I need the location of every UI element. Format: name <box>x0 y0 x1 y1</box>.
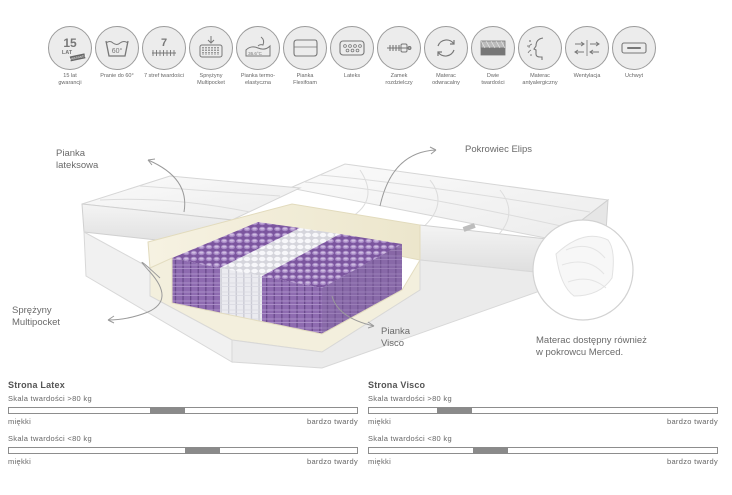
firmness-marker <box>436 407 472 414</box>
two-firmness-icon <box>471 26 515 70</box>
feature-ventilation: Wentylacja <box>559 26 615 80</box>
handle-icon <box>612 26 656 70</box>
feature-seven-zones: 7 7 stref twardości <box>136 26 192 80</box>
warranty-number: 15 <box>63 36 77 50</box>
feature-zipper: Zamek rozdzielczy <box>371 26 427 86</box>
callout-springs: Sprężyny Multipocket <box>12 305 61 328</box>
firmness-scale-bar <box>368 447 718 454</box>
scale-ends: miękki bardzo twardy <box>368 417 718 426</box>
seven-zones-icon: 7 <box>142 26 186 70</box>
feature-label: Lateks <box>343 73 361 79</box>
scale-left-label: miękki <box>368 457 392 466</box>
ventilation-icon <box>565 26 609 70</box>
firmness-scale-bar <box>368 407 718 414</box>
zones-number: 7 <box>161 37 167 49</box>
thermo-temp: 36.6°C <box>248 51 263 56</box>
firmness-row: Skala twardości >80 kg miękki bardzo twa… <box>8 394 358 426</box>
scale-caption: Skala twardości <80 kg <box>8 434 92 443</box>
feature-label: Pranie do 60° <box>100 73 134 79</box>
scale-title: Strona Latex <box>8 380 65 390</box>
scale-ends: miękki bardzo twardy <box>8 417 358 426</box>
feature-thermo-foam: 36.6°C Pianka termo- elastyczna <box>230 26 286 86</box>
feature-label: Zamek rozdzielczy <box>385 73 413 86</box>
feature-two-firmness: Dwie twardości <box>465 26 521 86</box>
feature-label: 15 lat gwarancji <box>58 73 82 86</box>
scale-caption: Skala twardości >80 kg <box>8 394 92 403</box>
feature-reversible: Materac odwracalny <box>418 26 474 86</box>
feature-icons-row: 15 LAT GWARANCJI 15 lat gwarancji 60° Pr… <box>42 26 662 90</box>
firmness-row: Skala twardości >80 kg miękki bardzo twa… <box>368 394 718 426</box>
feature-label: Sprężyny Multipocket <box>197 73 225 86</box>
scale-caption: Skala twardości <80 kg <box>368 434 452 443</box>
flexifoam-icon <box>283 26 327 70</box>
zipper-icon <box>377 26 421 70</box>
feature-latex: Lateks <box>324 26 380 80</box>
feature-warranty: 15 LAT GWARANCJI 15 lat gwarancji <box>42 26 98 86</box>
feature-label: Materac antyalergiczny <box>522 73 558 86</box>
firmness-marker <box>184 447 220 454</box>
scale-right-label: bardzo twardy <box>666 417 718 426</box>
scale-block-latex: Strona Latex Skala twardości >80 kg mięk… <box>8 380 358 466</box>
scale-left-label: miękki <box>368 417 392 426</box>
scale-block-visco: Strona Visco Skala twardości >80 kg mięk… <box>368 380 718 466</box>
scale-right-label: bardzo twardy <box>666 457 718 466</box>
feature-handle: Uchwyt <box>606 26 662 80</box>
mattress-cross-section: Pianka lateksowa Pokrowiec Elips Sprężyn… <box>0 100 732 375</box>
warranty-unit: LAT <box>62 50 73 56</box>
warranty-subtext: GWARANCJI <box>68 54 86 62</box>
feature-label: 7 stref twardości <box>143 73 185 79</box>
feature-label: Dwie twardości <box>481 73 505 86</box>
feature-label: Uchwyt <box>624 73 644 79</box>
callout-cover: Pokrowiec Elips <box>465 144 533 155</box>
feature-label: Wentylacja <box>573 73 601 79</box>
scale-ends: miękki bardzo twardy <box>8 457 358 466</box>
scale-right-label: bardzo twardy <box>306 457 358 466</box>
firmness-marker <box>473 447 509 454</box>
firmness-row: Skala twardości <80 kg miękki bardzo twa… <box>8 434 358 466</box>
scale-caption: Skala twardości >80 kg <box>368 394 452 403</box>
feature-pocket-springs: Sprężyny Multipocket <box>183 26 239 86</box>
scale-left-label: miękki <box>8 417 32 426</box>
reversible-icon <box>424 26 468 70</box>
scale-right-label: bardzo twardy <box>306 417 358 426</box>
latex-icon <box>330 26 374 70</box>
callout-merced-cover: Materac dostępny również w pokrowcu Merc… <box>536 335 647 358</box>
scale-title: Strona Visco <box>368 380 426 390</box>
scale-ends: miękki bardzo twardy <box>368 457 718 466</box>
thermo-foam-icon: 36.6°C <box>236 26 280 70</box>
scale-left-label: miękki <box>8 457 32 466</box>
firmness-marker <box>149 407 185 414</box>
feature-washing: 60° Pranie do 60° <box>89 26 145 80</box>
feature-label: Materac odwracalny <box>432 73 460 86</box>
feature-label: Pianka Flexifoam <box>293 73 317 86</box>
washing-60-icon: 60° <box>95 26 139 70</box>
pocket-springs-icon <box>189 26 233 70</box>
warranty-15-icon: 15 LAT GWARANCJI <box>48 26 92 70</box>
washing-temp: 60° <box>112 47 123 55</box>
callout-visco: Pianka Visco <box>381 326 411 349</box>
feature-flexifoam: Pianka Flexifoam <box>277 26 333 86</box>
feature-label: Pianka termo- elastyczna <box>240 73 276 86</box>
firmness-row: Skala twardości <80 kg miękki bardzo twa… <box>368 434 718 466</box>
firmness-scale-bar <box>8 447 358 454</box>
firmness-scale-bar <box>8 407 358 414</box>
mattress-illustration <box>81 146 634 369</box>
callout-latex-foam: Pianka lateksowa <box>56 148 99 171</box>
feature-anti-allergic: Materac antyalergiczny <box>512 26 568 86</box>
anti-allergic-icon <box>518 26 562 70</box>
